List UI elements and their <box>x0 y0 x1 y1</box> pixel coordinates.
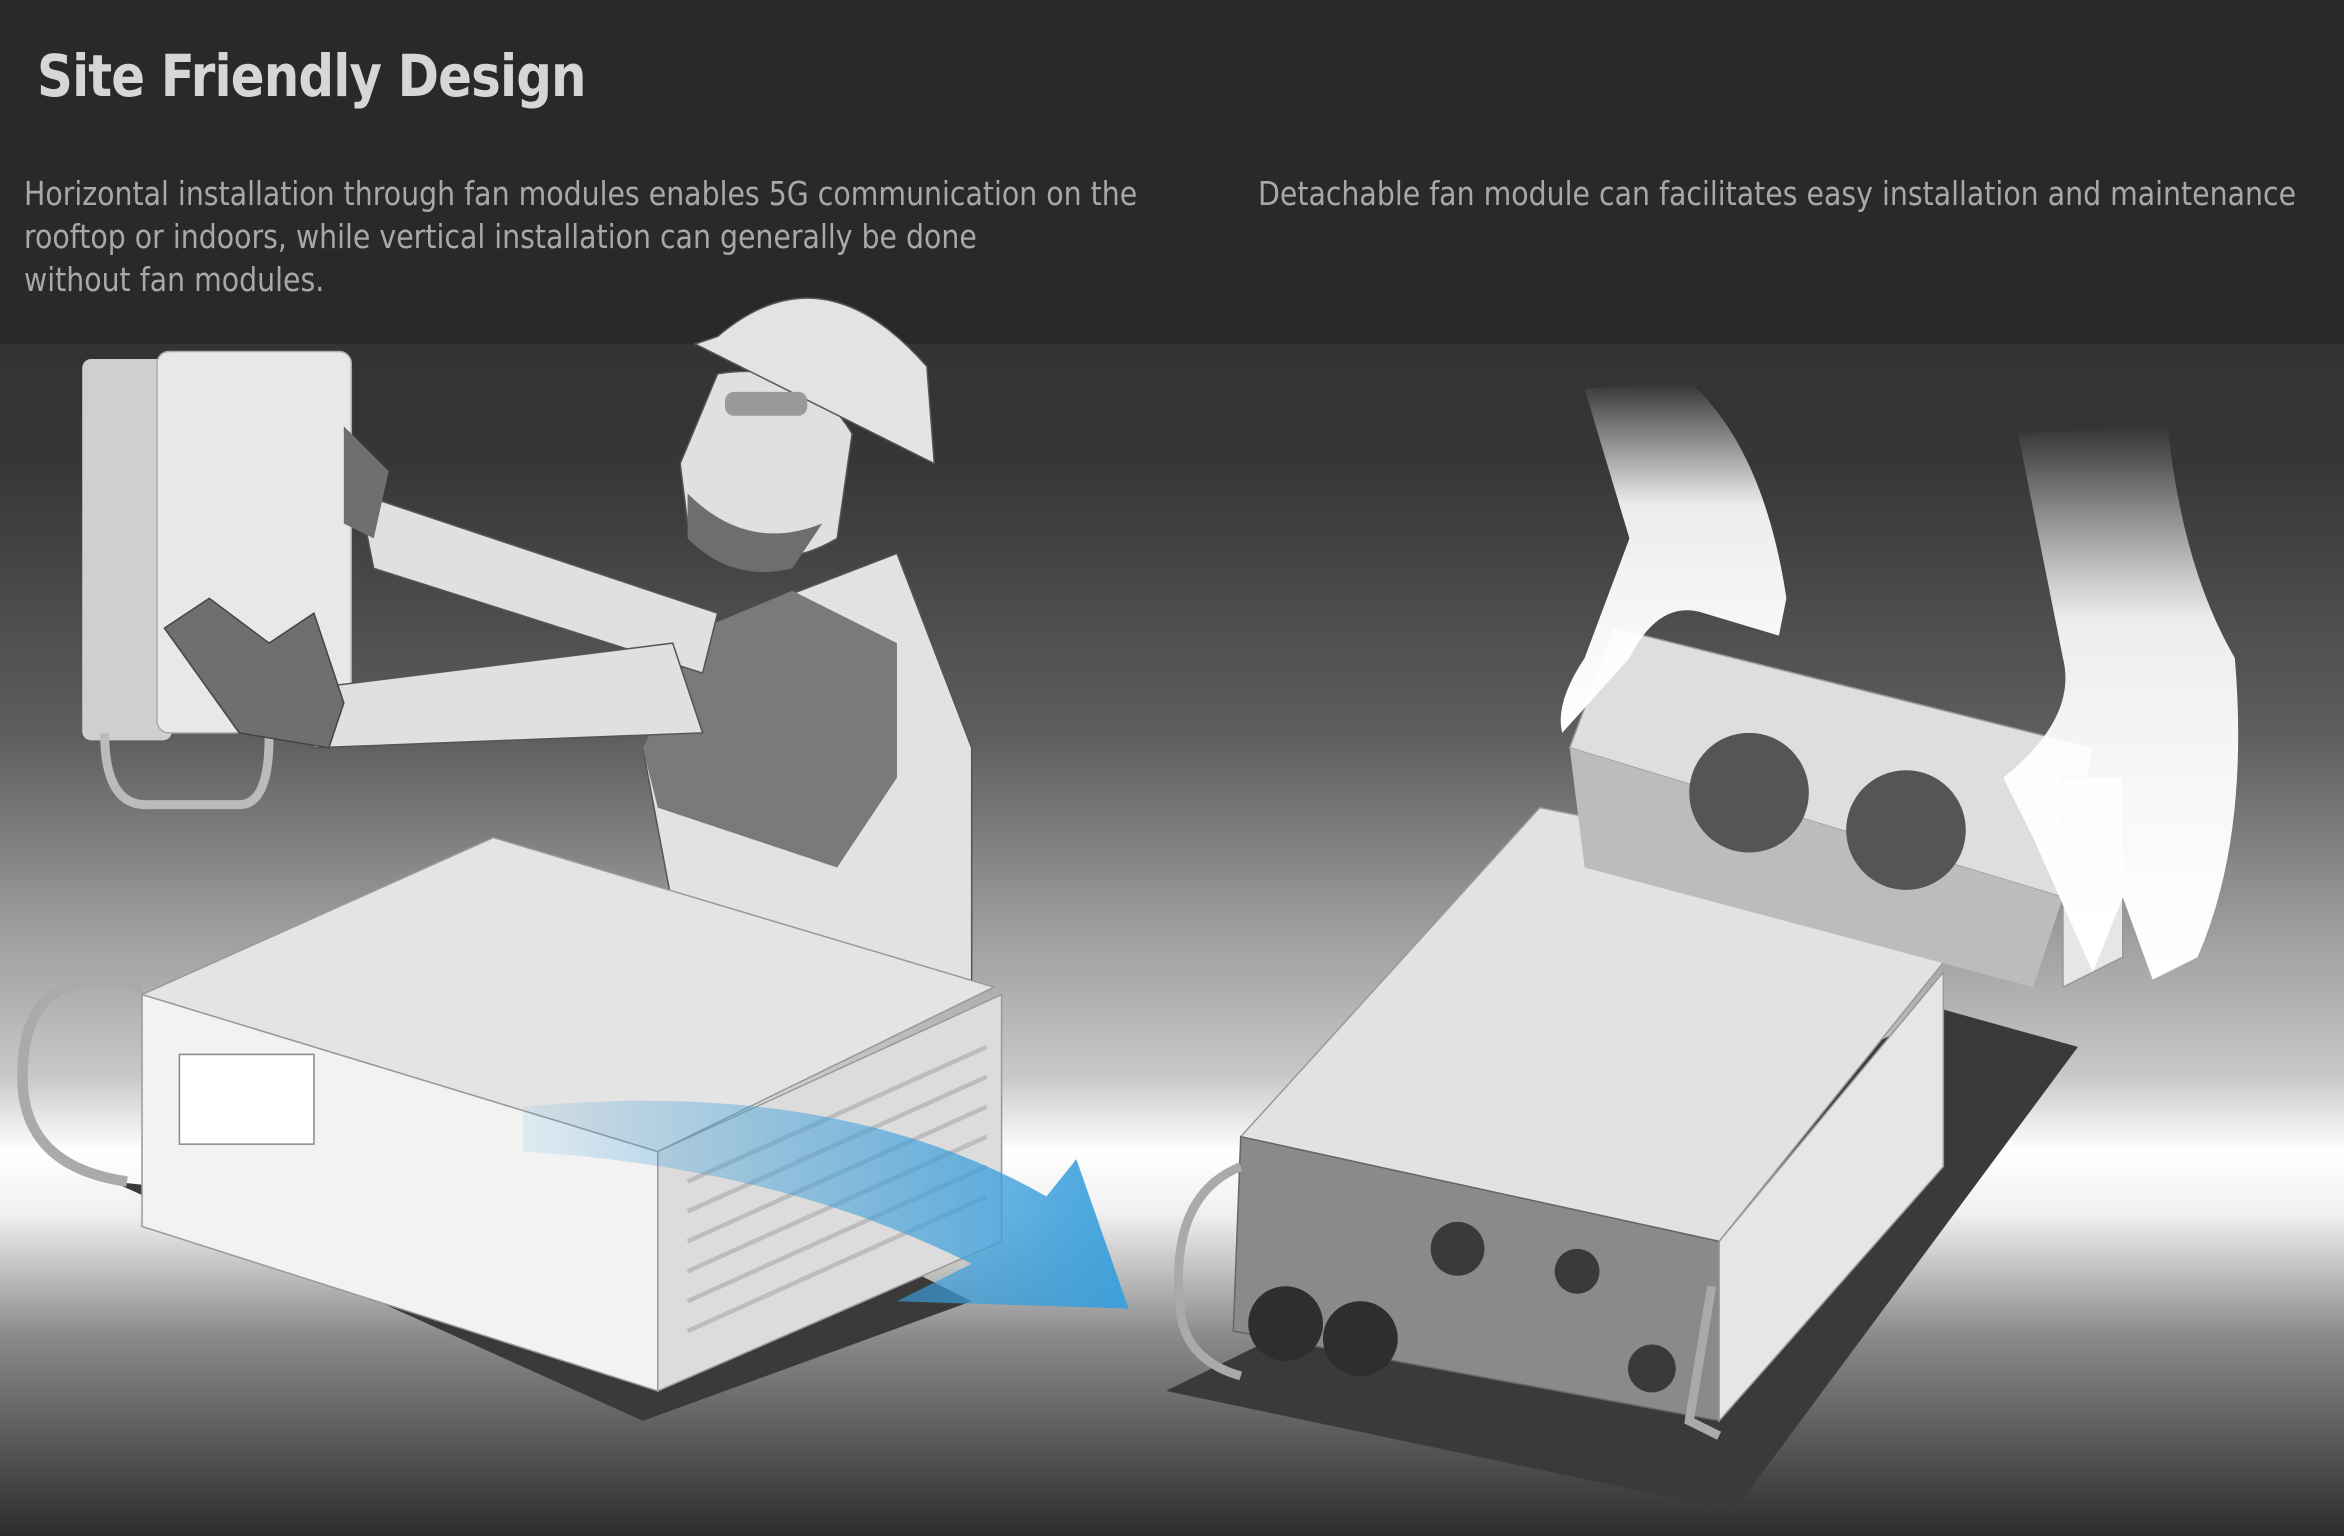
horizontal-unit-image <box>17 836 1129 1421</box>
right-description: Detachable fan module can facilitates ea… <box>1258 174 2297 213</box>
hands-image <box>1560 381 2239 980</box>
left-description-line: rooftop or indoors, while vertical insta… <box>24 217 977 256</box>
fan-module-image <box>1568 627 2124 989</box>
background-top <box>0 0 2344 344</box>
page-title: Site Friendly Design <box>37 42 587 110</box>
worker-image <box>163 297 973 988</box>
airflow-arrow <box>523 1100 1129 1309</box>
left-description-line: without fan modules. <box>24 260 325 299</box>
left-description: Horizontal installation through fan modu… <box>24 172 1137 301</box>
left-description-line: Horizontal installation through fan modu… <box>24 174 1138 213</box>
